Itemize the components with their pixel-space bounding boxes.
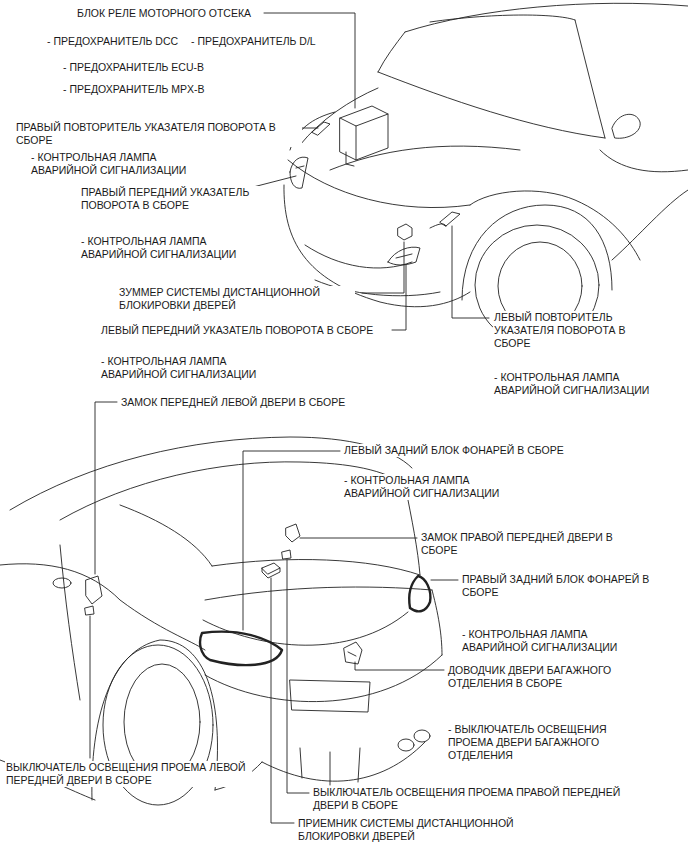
- part-label: - КОНТРОЛЬНАЯ ЛАМПА АВАРИЙНОЙ СИГНАЛИЗАЦ…: [343, 474, 530, 500]
- part-label: ДОВОДЧИК ДВЕРИ БАГАЖНОГО ОТДЕЛЕНИЯ В СБО…: [447, 664, 649, 690]
- buzzer: [398, 224, 412, 240]
- leader-line: [90, 616, 91, 758]
- door-line: [600, 150, 688, 172]
- leader-line: [362, 242, 404, 293]
- part-label: - ПРЕДОХРАНИТЕЛЬ D/L: [190, 35, 317, 48]
- part-label: ЗАМОК ПЕРЕДНЕЙ ЛЕВОЙ ДВЕРИ В СБОРЕ: [120, 396, 346, 409]
- part-label: ЛЕВЫЙ ЗАДНИЙ БЛОК ФОНАРЕЙ В СБОРЕ: [343, 444, 565, 457]
- trunk-edge: [205, 587, 432, 600]
- door-line: [60, 545, 80, 700]
- trunk-closer: [344, 642, 362, 664]
- part-label: - ВЫКЛЮЧАТЕЛЬ ОСВЕЩЕНИЯ ПРОЕМА ДВЕРИ БАГ…: [447, 723, 634, 762]
- left-rear-lamp: [200, 632, 282, 665]
- left-repeater: [430, 212, 460, 228]
- right-rear-lamp: [409, 576, 430, 611]
- part-label: ЗУММЕР СИСТЕМЫ ДИСТАНЦИОННОЙ БЛОКИРОВКИ …: [118, 286, 355, 312]
- part-label: - ПРЕДОХРАНИТЕЛЬ ECU-B: [62, 61, 205, 74]
- leader-line: [287, 560, 309, 793]
- a-pillar-right: [378, 32, 405, 72]
- part-label: - КОНТРОЛЬНАЯ ЛАМПА АВАРИЙНОЙ СИГНАЛИЗАЦ…: [100, 355, 287, 381]
- part-label: ПРАВЫЙ ПОВТОРИТЕЛЬ УКАЗАТЕЛЯ ПОВОРОТА В …: [15, 121, 302, 147]
- part-label: ЛЕВЫЙ ПОВТОРИТЕЛЬ УКАЗАТЕЛЯ ПОВОРОТА В С…: [493, 311, 633, 350]
- rear-panel: [203, 612, 408, 645]
- relay-block: [340, 106, 388, 166]
- part-label: - КОНТРОЛЬНАЯ ЛАМПА АВАРИЙНОЙ СИГНАЛИЗАЦ…: [493, 371, 680, 397]
- part-label: БЛОК РЕЛЕ МОТОРНОГО ОТСЕКА: [76, 7, 252, 20]
- part-label: ЛЕВЫЙ ПЕРЕДНИЙ УКАЗАТЕЛЬ ПОВОРОТА В СБОР…: [100, 324, 374, 337]
- right-courtesy-switch: [282, 550, 291, 559]
- diffuser: [262, 742, 425, 781]
- part-label: - КОНТРОЛЬНАЯ ЛАМПА АВАРИЙНОЙ СИГНАЛИЗАЦ…: [80, 235, 267, 261]
- door-handle: [53, 578, 71, 588]
- leader-line: [392, 265, 406, 330]
- part-label: ВЫКЛЮЧАТЕЛЬ ОСВЕЩЕНИЯ ПРОЕМА ЛЕВОЙ ПЕРЕД…: [5, 761, 252, 787]
- a-pillar-left: [575, 20, 605, 138]
- part-label: ПРАВЫЙ ПЕРЕДНИЙ УКАЗАТЕЛЬ ПОВОРОТА В СБО…: [80, 186, 282, 212]
- cowl-line: [378, 72, 605, 138]
- part-label: - КОНТРОЛЬНАЯ ЛАМПА АВАРИЙНОЙ СИГНАЛИЗАЦ…: [461, 628, 648, 654]
- rear-bumper: [205, 655, 442, 702]
- right-door-lock: [286, 524, 300, 542]
- plate-recess: [290, 680, 370, 712]
- leader-line: [300, 538, 417, 539]
- leader-line: [355, 662, 444, 670]
- left-courtesy-switch: [85, 606, 94, 615]
- right-repeater: [312, 122, 330, 135]
- right-front-signal: [290, 157, 308, 188]
- leader-line: [452, 226, 489, 318]
- leader-line: [431, 580, 458, 581]
- part-label: ПРАВЫЙ ЗАДНИЙ БЛОК ФОНАРЕЙ В СБОРЕ: [461, 573, 655, 599]
- hood-front: [288, 160, 470, 208]
- part-label: - ПРЕДОХРАНИТЕЛЬ MPX-B: [62, 83, 206, 96]
- receiver: [262, 563, 280, 578]
- hood-edge-right: [300, 88, 378, 145]
- part-label: ВЫКЛЮЧАТЕЛЬ ОСВЕЩЕНИЯ ПРОЕМА ПРАВОЙ ПЕРЕ…: [312, 786, 654, 812]
- rear-car: [0, 402, 458, 823]
- right-quarter: [432, 590, 442, 655]
- windshield-top: [430, 15, 575, 22]
- leader-line: [271, 578, 294, 823]
- hood-crease: [330, 146, 520, 170]
- side-body: [0, 564, 205, 650]
- leader-line: [264, 13, 355, 108]
- roof-line: [405, 3, 688, 32]
- exhaust: [398, 739, 414, 751]
- left-fender: [470, 191, 640, 260]
- c-pillar: [120, 505, 212, 566]
- part-label: - ПРЕДОХРАНИТЕЛЬ DCC: [46, 35, 179, 48]
- left-door-lock: [86, 576, 102, 604]
- exhaust: [414, 730, 430, 742]
- mirror: [612, 114, 640, 138]
- diffuser-fins: [300, 748, 360, 785]
- leader-line: [95, 402, 117, 574]
- leader-line: [243, 451, 340, 630]
- side-sill: [612, 190, 688, 260]
- part-label: - КОНТРОЛЬНАЯ ЛАМПА АВАРИЙНОЙ СИГНАЛИЗАЦ…: [30, 151, 217, 177]
- part-label: ЗАМОК ПРАВОЙ ПЕРЕДНЕЙ ДВЕРИ В СБОРЕ: [420, 531, 620, 557]
- part-label: ПРИЕМНИК СИСТЕМЫ ДИСТАНЦИОННОЙ БЛОКИРОВК…: [297, 817, 554, 843]
